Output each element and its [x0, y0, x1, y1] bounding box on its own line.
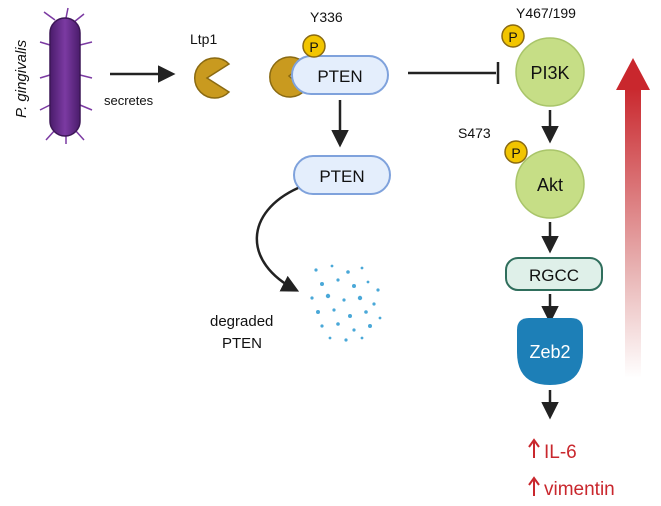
phospho-label-akt: P: [511, 145, 520, 161]
phospho-badge-pi3k: [501, 24, 525, 48]
upregulation-arrow: [616, 58, 650, 378]
phospho-badge-akt: [504, 140, 528, 164]
zeb2-node: [517, 318, 583, 385]
degradation-arrow: [255, 186, 300, 292]
phospho-label-pi3k: P: [508, 29, 517, 45]
rgcc-label: RGCC: [529, 266, 579, 285]
site-label-s473: S473: [458, 125, 491, 141]
bacterium-icon: [39, 7, 93, 144]
up-arrow-icon-vimentin: [528, 476, 540, 496]
degraded-label-line2: PTEN: [222, 335, 262, 352]
phospho-label-pten: P: [309, 39, 318, 55]
organism-label: P. gingivalis: [13, 39, 30, 118]
degraded-label-line1: degraded: [210, 313, 273, 330]
ltp1-label: Ltp1: [190, 31, 217, 47]
secretes-label: secretes: [104, 93, 154, 108]
rgcc-node: [505, 257, 603, 291]
up-arrow-icon-il6: [528, 438, 540, 458]
site-label-y467: Y467/199: [516, 5, 576, 21]
akt-node: [515, 149, 585, 219]
pten-node-free: [293, 155, 391, 195]
degraded-fragments-icon: [310, 264, 382, 342]
akt-label: Akt: [537, 175, 563, 195]
phospho-badge-pten: [302, 34, 326, 58]
vimentin-label: vimentin: [544, 479, 615, 500]
il6-label: IL-6: [544, 442, 577, 463]
pi3k-node: [515, 37, 585, 107]
zeb2-label: Zeb2: [529, 342, 570, 362]
pi3k-label: PI3K: [530, 63, 569, 83]
site-label-y336: Y336: [310, 9, 343, 25]
pten-label-top: PTEN: [317, 67, 362, 86]
ltp1-icon: [193, 57, 231, 99]
pten-node-top: [291, 55, 389, 95]
pten-label-free: PTEN: [319, 167, 364, 186]
